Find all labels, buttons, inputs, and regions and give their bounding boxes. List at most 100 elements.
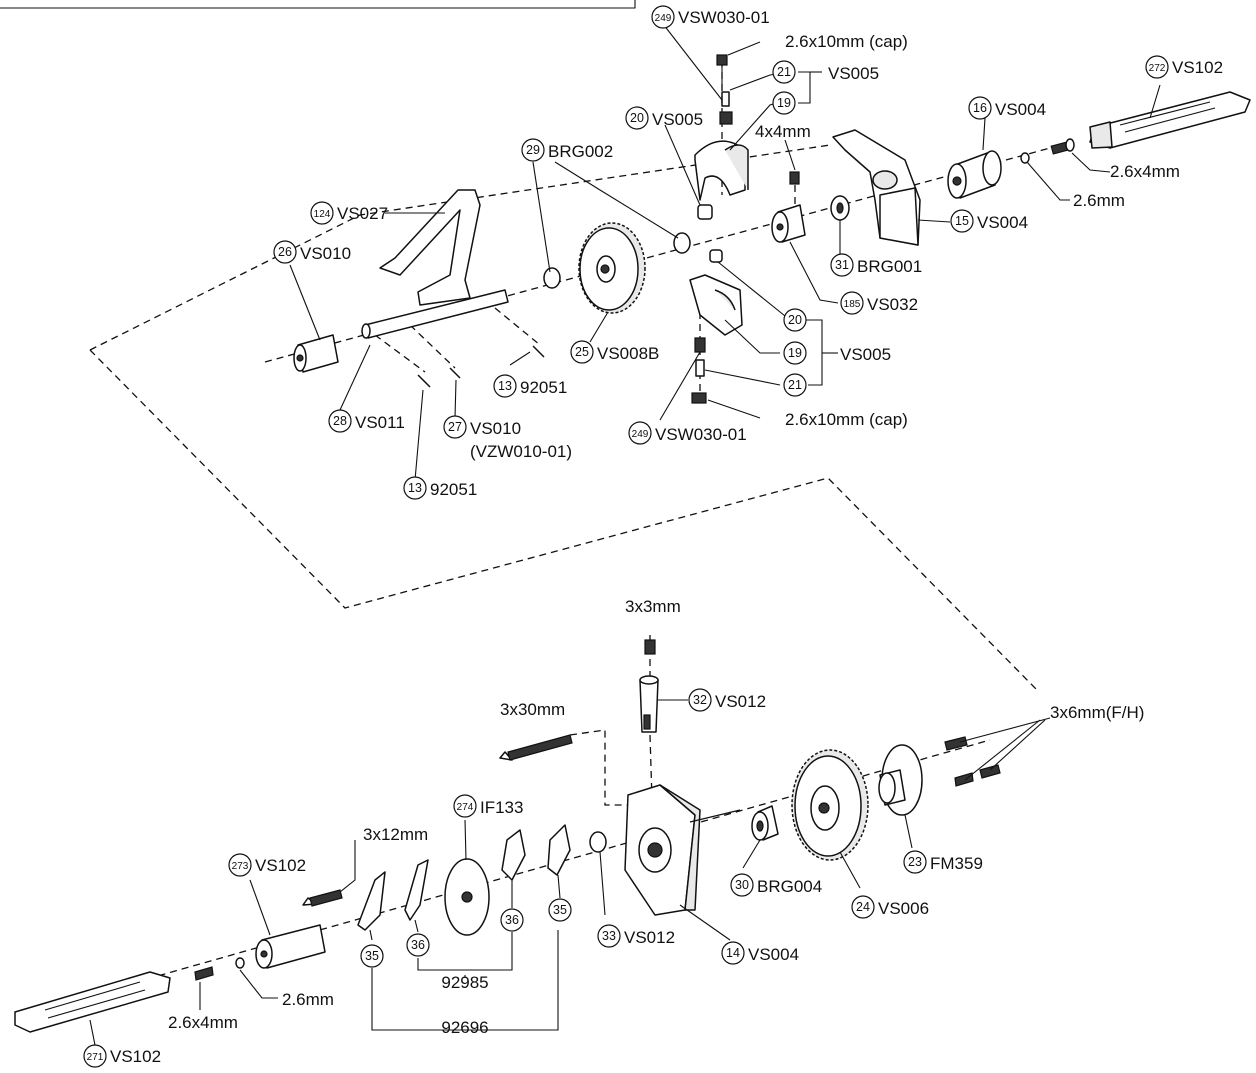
bracket-vs027-icon xyxy=(379,189,481,306)
screws-3x6-fh-icon xyxy=(944,736,1001,787)
callout-32: 32 VS012 xyxy=(688,688,766,712)
disc-if133-icon xyxy=(444,858,490,936)
collar-vs004-icon xyxy=(947,150,1002,199)
spring-249-bottom-icon xyxy=(694,337,706,353)
callout-30-num: 30 xyxy=(735,878,749,892)
callout-31-text: BRG001 xyxy=(857,257,922,276)
callout-30-text: BRG004 xyxy=(757,877,822,896)
pin-27-icon xyxy=(449,367,461,379)
axle-vs102-bottom-icon xyxy=(14,971,171,1033)
callout-271-num: 271 xyxy=(87,1052,104,1063)
callout-29: 29 BRG002 xyxy=(521,138,613,162)
callout-14: 14 VS004 xyxy=(721,941,799,965)
callout-14-text: VS004 xyxy=(748,945,799,964)
setscrew-4x4-icon xyxy=(789,171,800,185)
callout-124-text: VS027 xyxy=(337,204,388,223)
callout-32-num: 32 xyxy=(693,693,707,707)
shaft-vs011-icon xyxy=(361,289,509,339)
callout-273: 273 VS102 xyxy=(228,853,306,877)
label-vzw010-01: (VZW010-01) xyxy=(470,442,572,461)
label-92696: 92696 xyxy=(441,1018,488,1037)
callout-13-lower: 13 92051 xyxy=(403,476,477,500)
callout-21-bottom-num: 21 xyxy=(788,378,802,392)
callout-249-top-text: VSW030-01 xyxy=(678,8,770,27)
shim-36-right-icon xyxy=(501,829,526,881)
callout-27-num: 27 xyxy=(448,420,462,434)
callout-20-top-num: 20 xyxy=(630,111,644,125)
label-2-6x4mm-top: 2.6x4mm xyxy=(1110,162,1180,181)
callout-24: 24 VS006 xyxy=(851,895,929,919)
callout-29-text: BRG002 xyxy=(548,142,613,161)
callout-271: 271 VS102 xyxy=(83,1044,161,1068)
callout-13-upper: 13 92051 xyxy=(493,374,567,398)
callout-249-bottom-text: VSW030-01 xyxy=(655,425,747,444)
bushing-20-top-icon xyxy=(697,204,713,220)
motor-mount-vs004-icon xyxy=(624,784,741,916)
callout-19-top: 19 xyxy=(772,91,796,115)
callout-25-num: 25 xyxy=(575,345,589,359)
upper-assembly xyxy=(89,54,1251,691)
callout-272: 272 VS102 xyxy=(1145,55,1223,79)
callout-26-num: 26 xyxy=(278,245,292,259)
bearing-brg004-icon xyxy=(751,805,779,841)
callout-16: 16 VS004 xyxy=(968,96,1046,120)
callout-13-upper-num: 13 xyxy=(498,379,512,393)
upper-boundary-bottom xyxy=(89,349,1038,691)
callout-20-bottom: 20 xyxy=(783,308,807,332)
label-4x4mm: 4x4mm xyxy=(755,122,811,141)
callout-249-bottom: 249 VSW030-01 xyxy=(628,421,747,445)
washer-2-6mm-top-icon xyxy=(1020,152,1030,164)
label-cap-screw-bottom: 2.6x10mm (cap) xyxy=(785,410,908,429)
label-3x30mm: 3x30mm xyxy=(500,700,565,719)
screw-2-6x4-top-icon xyxy=(1050,138,1075,155)
callout-185-num: 185 xyxy=(844,299,861,310)
callout-32-text: VS012 xyxy=(715,692,766,711)
callout-249-bottom-num: 249 xyxy=(632,429,649,440)
callout-35-right: 35 xyxy=(548,898,572,922)
callout-19-bottom-num: 19 xyxy=(788,346,802,360)
label-3x3mm: 3x3mm xyxy=(625,597,681,616)
cap-screw-bottom-icon xyxy=(691,392,707,404)
upper-boundary-top xyxy=(89,144,831,351)
callout-14-num: 14 xyxy=(726,946,740,960)
callout-36-left-num: 36 xyxy=(411,938,425,952)
callout-23: 23 FM359 xyxy=(903,850,983,874)
spacer-21-top-icon xyxy=(721,91,730,107)
callout-26-text: VS010 xyxy=(300,244,351,263)
callout-249-top: 249 VSW030-01 xyxy=(651,5,770,29)
callout-13-lower-num: 13 xyxy=(408,481,422,495)
bushing-20-bottom-icon xyxy=(709,249,723,263)
callout-272-text: VS102 xyxy=(1172,58,1223,77)
callout-124-num: 124 xyxy=(314,209,331,220)
callout-28-num: 28 xyxy=(333,414,347,428)
callout-19-bottom: 19 VS005 xyxy=(783,341,891,365)
cap-screw-top-icon xyxy=(716,54,728,90)
bearing-brg002-right-icon xyxy=(673,232,691,254)
callout-249-top-num: 249 xyxy=(655,13,672,24)
spacer-vs012-icon xyxy=(589,831,607,853)
callout-15-num: 15 xyxy=(955,214,969,228)
callout-19-top-num: 19 xyxy=(777,96,791,110)
callout-35-right-num: 35 xyxy=(553,903,567,917)
label-92985: 92985 xyxy=(441,973,488,992)
clutch-fm359-icon xyxy=(878,744,923,816)
screw-2-6x4-bottom-icon xyxy=(194,966,214,981)
callout-25: 25 VS008B xyxy=(570,340,659,364)
shim-36-left-icon xyxy=(404,859,429,921)
callout-27-text: VS010 xyxy=(470,419,521,438)
callout-15-text: VS004 xyxy=(977,213,1028,232)
callout-24-text: VS006 xyxy=(878,899,929,918)
callout-29-num: 29 xyxy=(526,143,540,157)
callout-273-text: VS102 xyxy=(255,856,306,875)
callout-33-num: 33 xyxy=(602,929,616,943)
callout-30: 30 BRG004 xyxy=(730,873,822,897)
callout-35-left: 35 xyxy=(360,944,384,968)
label-2-6x4mm-bottom: 2.6x4mm xyxy=(168,1013,238,1032)
callout-21-top: 21 xyxy=(772,60,796,84)
callout-20-top-text: VS005 xyxy=(652,110,703,129)
label-3x6mm-fh: 3x6mm(F/H) xyxy=(1050,703,1144,722)
shim-35-right-icon xyxy=(547,824,571,876)
callout-274-text: IF133 xyxy=(480,798,523,817)
spring-249-top-icon xyxy=(719,111,733,125)
callout-21-bottom: 21 xyxy=(783,373,807,397)
